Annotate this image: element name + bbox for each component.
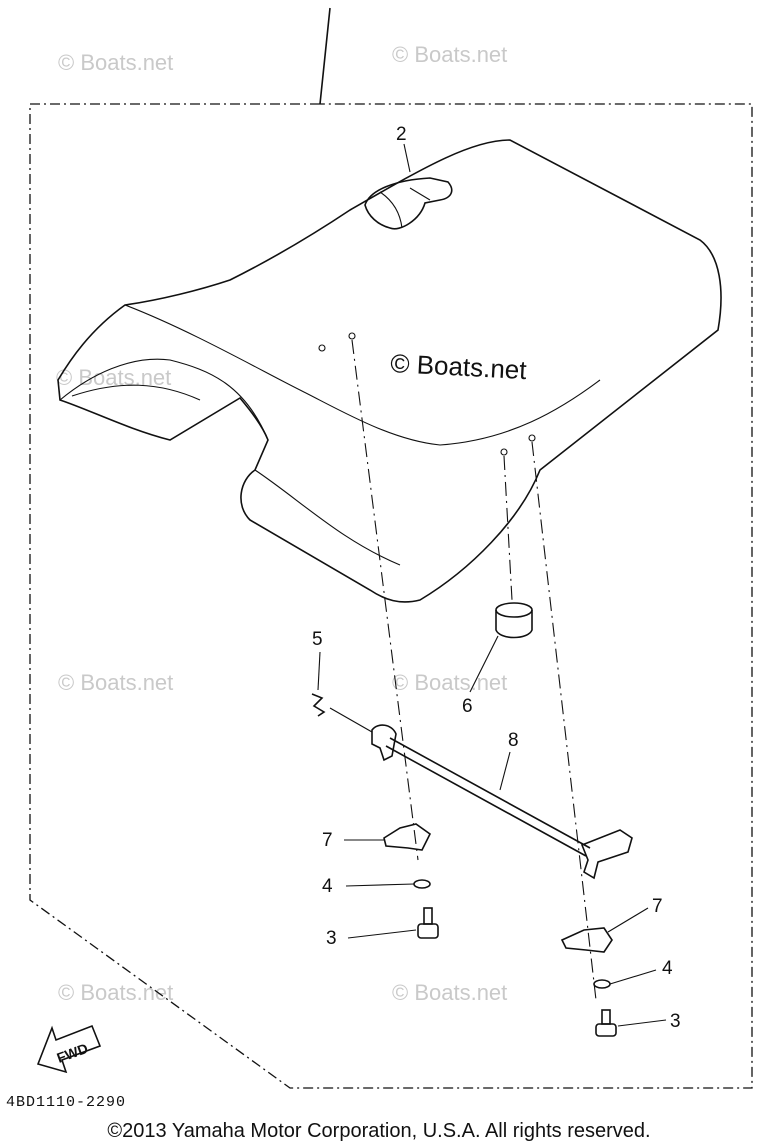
callout-washer-right: 4	[662, 958, 673, 979]
watermark-main: © Boats.net	[390, 348, 528, 385]
fwd-arrow-icon: FWD	[36, 1024, 102, 1074]
copyright-notice: ©2013 Yamaha Motor Corporation, U.S.A. A…	[107, 1120, 651, 1142]
clip	[311, 693, 326, 717]
bolt-left	[417, 907, 439, 939]
callout-rod: 8	[508, 730, 519, 751]
callout-washer-left: 4	[322, 876, 333, 897]
watermark-tile: © Boats.net	[392, 42, 507, 67]
part-number: 4BD1110-2290	[6, 1094, 126, 1111]
leader-lines	[317, 143, 667, 1027]
washer-right	[593, 979, 611, 989]
callout-damper: 6	[462, 696, 473, 717]
assembly-line	[351, 339, 419, 861]
assembly-line	[531, 441, 597, 1001]
rod	[371, 724, 633, 880]
fwd-label: FWD	[55, 1040, 90, 1066]
watermark-tile: © Boats.net	[392, 980, 507, 1005]
watermark-tile: © Boats.net	[58, 50, 173, 75]
bracket-left	[383, 823, 432, 851]
washer-left	[413, 879, 431, 889]
bolt-right	[595, 1009, 617, 1037]
watermark-grid: © Boats.net © Boats.net © Boats.net © Bo…	[56, 42, 507, 1005]
assembly-line	[503, 455, 513, 601]
callout-bolt-left: 3	[326, 928, 337, 949]
watermark-tile: © Boats.net	[58, 980, 173, 1005]
watermark-tile: © Boats.net	[392, 670, 507, 695]
seat	[57, 139, 722, 603]
damper	[495, 602, 533, 639]
callout-bracket-right: 7	[652, 896, 663, 917]
callout-bolt-right: 3	[670, 1011, 681, 1032]
bracket-right	[560, 927, 613, 953]
callout-bracket-left: 7	[322, 830, 333, 851]
reference-line	[319, 7, 331, 105]
callout-seat: 2	[396, 124, 407, 145]
callout-clip: 5	[312, 629, 323, 650]
watermark-tile: © Boats.net	[58, 670, 173, 695]
assembly-frame	[29, 103, 753, 1089]
